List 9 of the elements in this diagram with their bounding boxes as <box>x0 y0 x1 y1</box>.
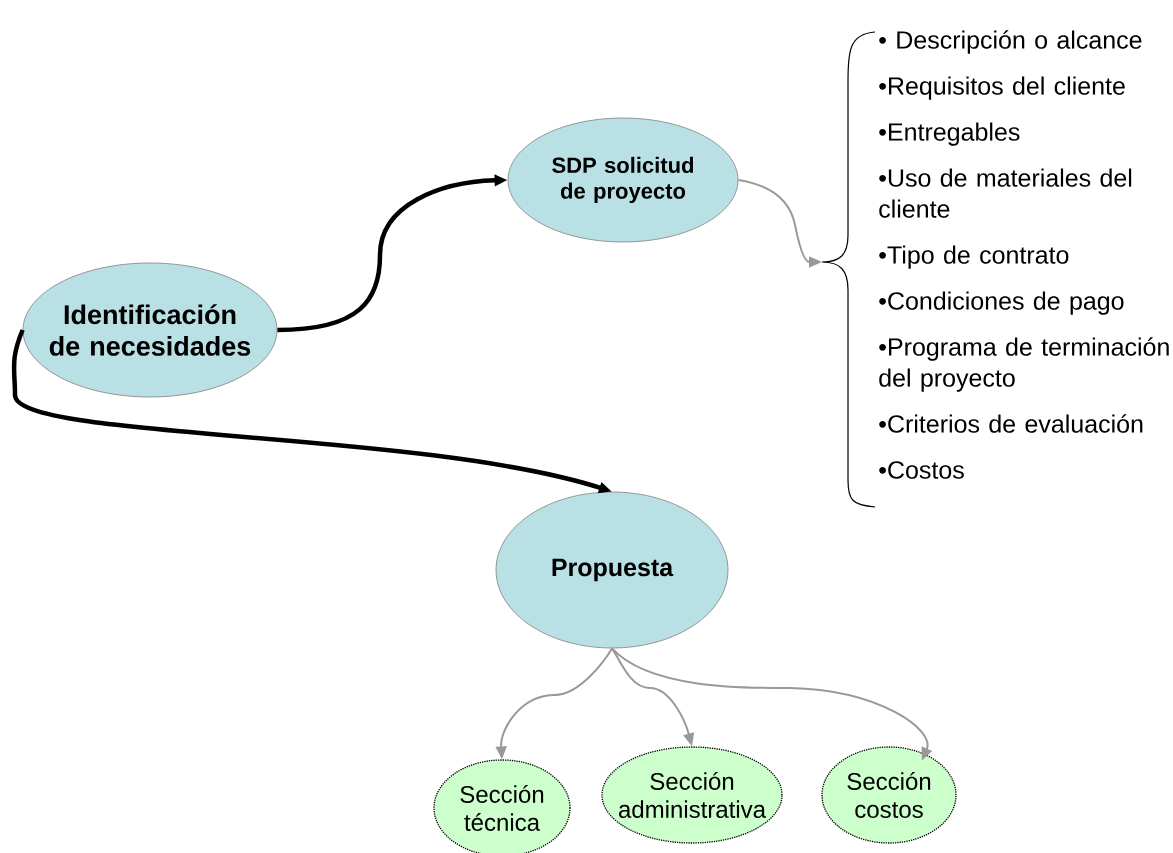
list-item: •Costos <box>879 461 964 479</box>
list-item: •Entregables <box>879 122 1020 146</box>
list-item: •Programa de terminación del proyecto <box>879 337 1169 392</box>
list-item: •Criterios de evaluación <box>879 414 1143 433</box>
list-item: •Tipo de contrato <box>879 245 1069 269</box>
list-item: •Uso de materiales del cliente <box>879 168 1132 218</box>
list-item: • Descripción o alcance <box>879 30 1142 54</box>
list-item: •Condiciones de pago <box>879 291 1124 315</box>
list-item: •Requisitos del cliente <box>879 76 1125 100</box>
